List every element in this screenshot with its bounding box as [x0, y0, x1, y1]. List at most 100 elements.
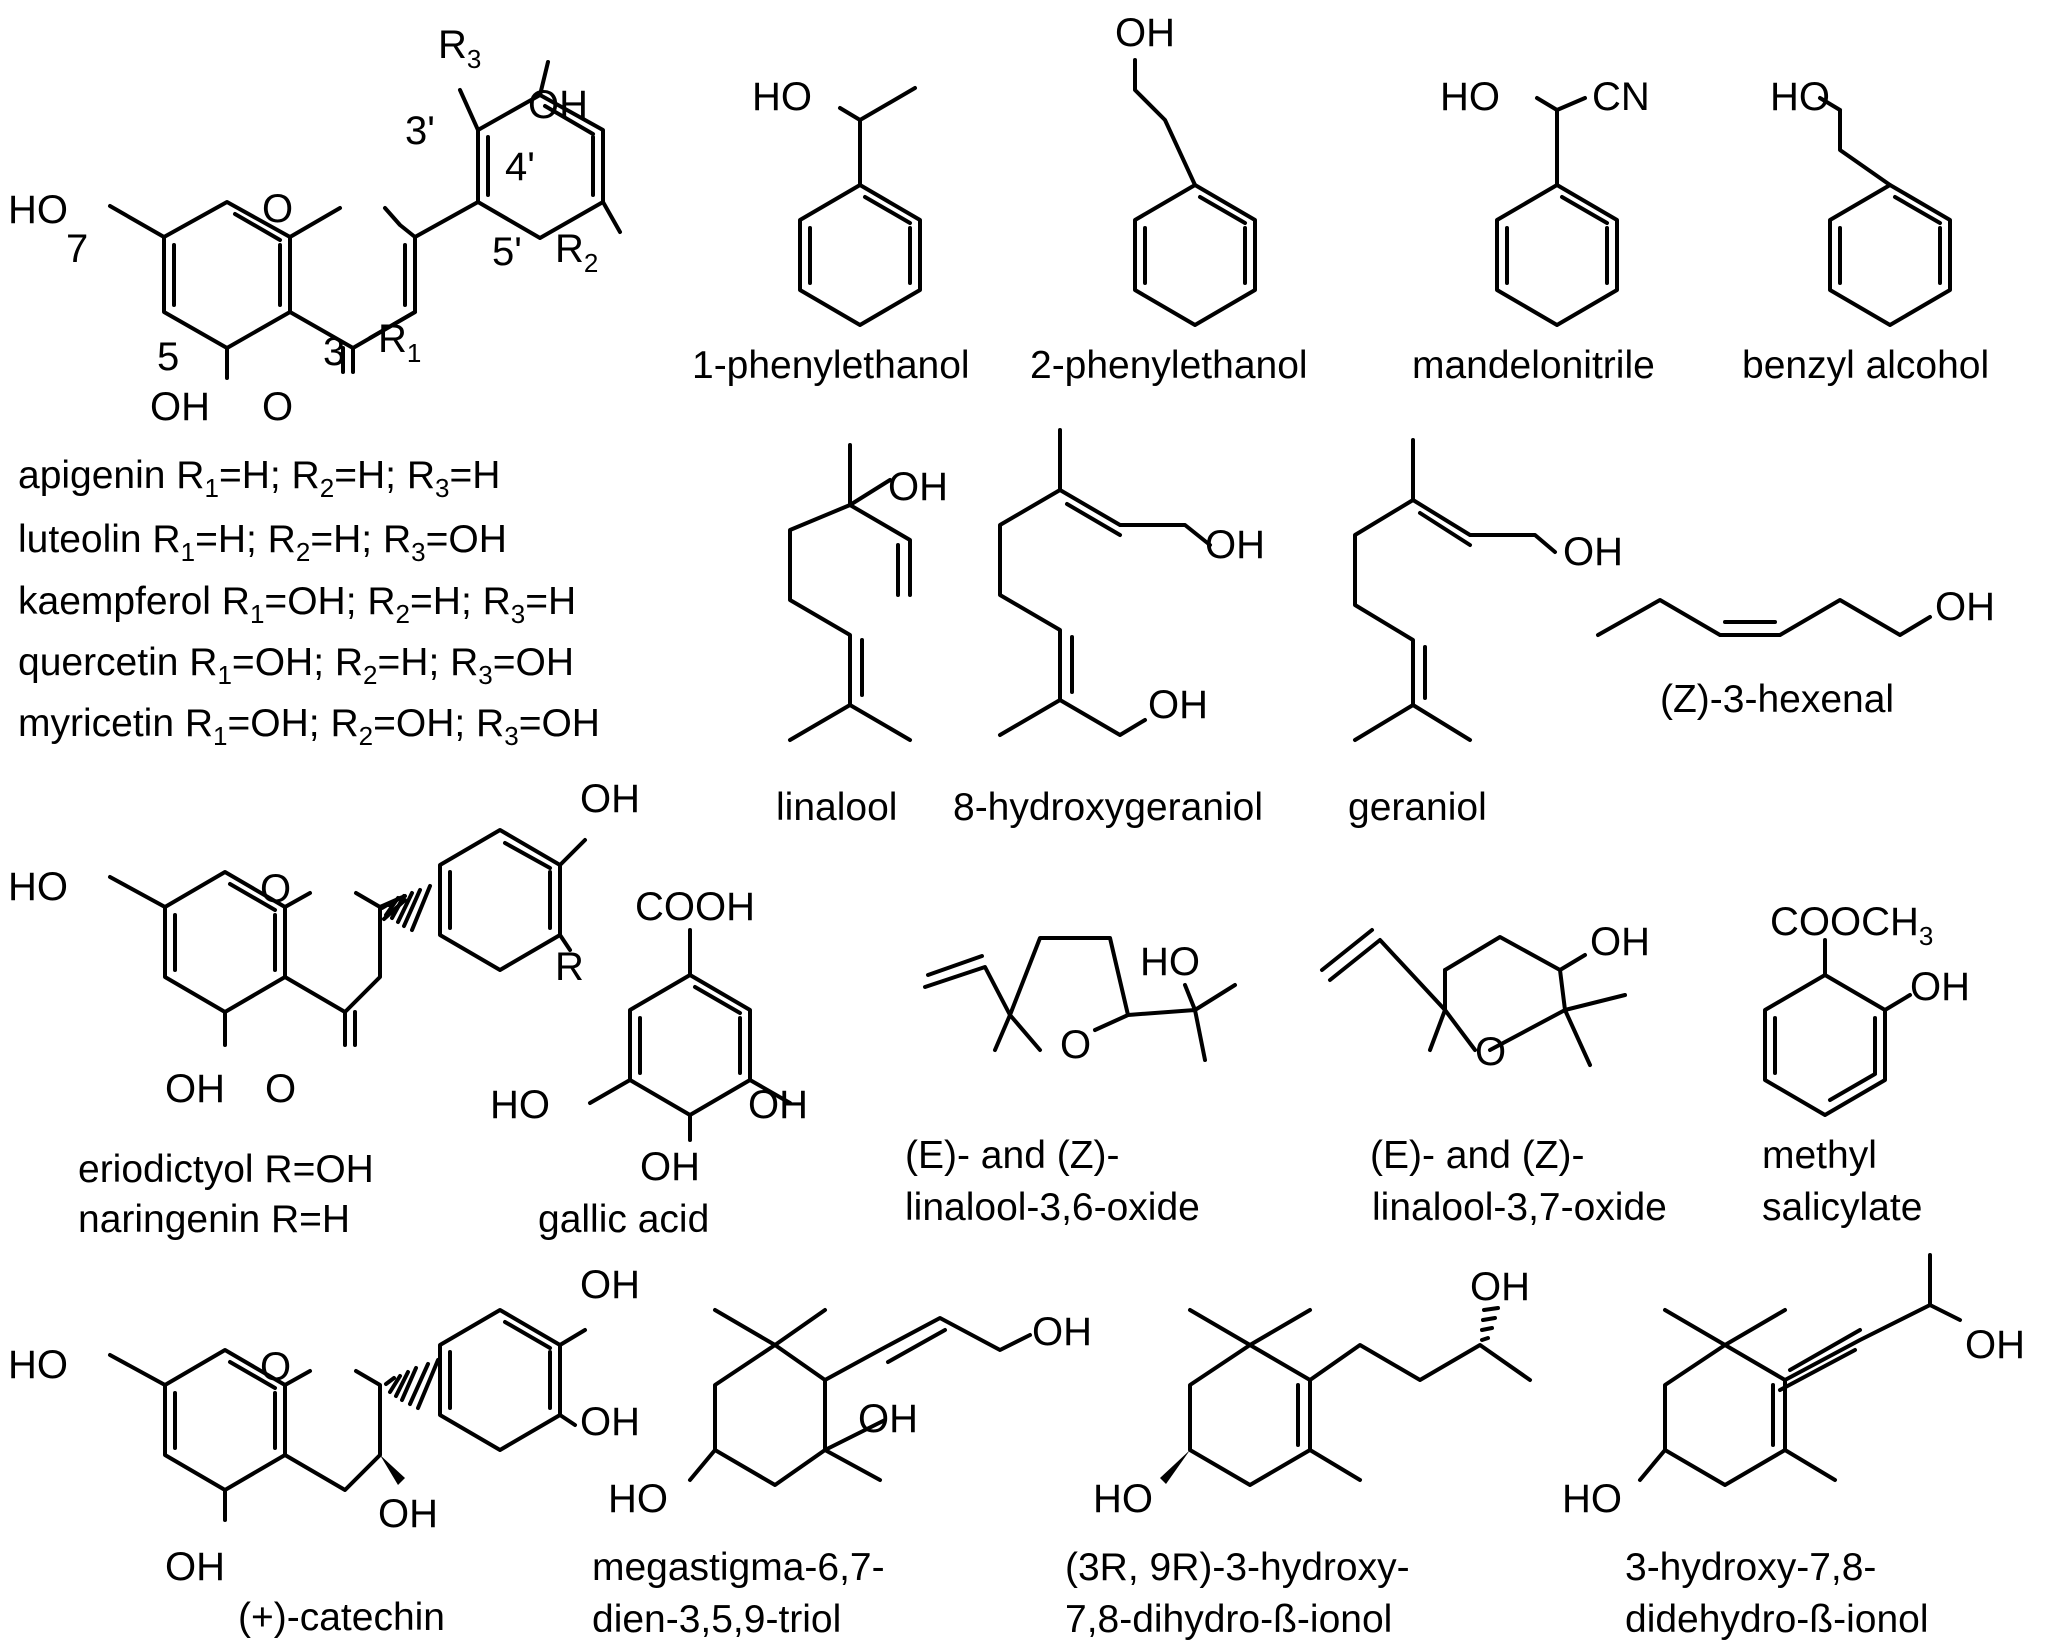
atom-r3: R3 — [438, 23, 481, 74]
atom-ho: HO — [1093, 1477, 1153, 1521]
flavonol-structure — [108, 60, 622, 380]
atom-cooch3: COOCH3 — [1770, 900, 1933, 951]
atom-ho: HO — [1440, 75, 1500, 119]
label-salicylate-line1: methyl — [1762, 1134, 1877, 1177]
label-oxide-36-line1: (E)- and (Z)- — [905, 1134, 1120, 1177]
hashed-wedge — [1480, 1306, 1500, 1342]
label-oxide-36-line2: linalool-3,6-oxide — [905, 1186, 1200, 1229]
mandelonitrile-structure — [1495, 96, 1619, 327]
locant-3-prime: 3' — [405, 109, 435, 153]
hashed-wedge — [384, 1358, 440, 1410]
label-benzyl-alcohol: benzyl alcohol — [1742, 344, 1989, 387]
label-mandelonitrile: mandelonitrile — [1412, 344, 1655, 387]
flavonol-row: luteolin R1=H; R2=H; R3=OH — [18, 518, 507, 567]
atom-o-ring: O — [1475, 1030, 1506, 1074]
atom-oh: OH — [1590, 920, 1650, 964]
atom-o-keto: O — [262, 385, 293, 429]
label-2-phenylethanol: 2-phenylethanol — [1030, 344, 1308, 387]
label-1-phenylethanol: 1-phenylethanol — [692, 344, 970, 387]
label-catechin: (+)-catechin — [238, 1596, 445, 1639]
megastigma-structure — [688, 1308, 1032, 1487]
label-gallic-acid: gallic acid — [538, 1198, 709, 1241]
label-didehydro-ionol-line2: didehydro-ß-ionol — [1625, 1598, 1929, 1641]
locant-7: 7 — [66, 227, 88, 271]
dihydro-ionol-structure — [1188, 1308, 1532, 1487]
atom-ho: HO — [8, 1343, 68, 1387]
atom-oh: OH — [378, 1492, 438, 1536]
solid-wedge — [1160, 1450, 1190, 1484]
atom-oh: OH — [580, 1400, 640, 1444]
atom-ho: HO — [608, 1477, 668, 1521]
locant-3: 3 — [323, 330, 345, 374]
label-linalool: linalool — [776, 786, 897, 829]
label-z-3-hexenal: (Z)-3-hexenal — [1660, 678, 1894, 721]
atom-o-ring: O — [1060, 1023, 1091, 1067]
atom-oh: OH — [888, 465, 948, 509]
atom-oh: OH — [1205, 523, 1265, 567]
atom-ho: HO — [1562, 1477, 1622, 1521]
label-geraniol: geraniol — [1348, 786, 1487, 829]
atom-oh: OH — [858, 1397, 918, 1441]
label-oxide-37-line1: (E)- and (Z)- — [1370, 1134, 1585, 1177]
atom-oh: OH — [748, 1083, 808, 1127]
label-dihydro-ionol-line1: (3R, 9R)-3-hydroxy- — [1065, 1546, 1410, 1589]
phenylethanol-1-structure — [798, 86, 922, 327]
flavonol-row: apigenin R1=H; R2=H; R3=H — [18, 454, 500, 503]
flavonol-row: quercetin R1=OH; R2=H; R3=OH — [18, 641, 574, 690]
atom-o-ring: O — [260, 1345, 291, 1389]
atom-oh-4p: OH — [528, 83, 588, 127]
atom-oh: OH — [580, 777, 640, 821]
atom-oh: OH — [1032, 1310, 1092, 1354]
atom-cn: CN — [1592, 75, 1650, 119]
solid-wedge — [380, 1455, 405, 1485]
label-megastigma-line1: megastigma-6,7- — [592, 1546, 885, 1589]
linalool-37-oxide-structure — [1320, 928, 1627, 1067]
atom-oh: OH — [580, 1263, 640, 1307]
flavonol-list: apigenin R1=H; R2=H; R3=H luteolin R1=H;… — [18, 454, 600, 751]
locant-5-prime: 5' — [492, 230, 522, 274]
atom-r: R — [555, 945, 584, 989]
atom-o-keto: O — [265, 1067, 296, 1111]
locant-5: 5 — [157, 335, 179, 379]
atom-oh: OH — [1910, 965, 1970, 1009]
gallic-acid-structure — [588, 928, 792, 1142]
atom-oh: OH — [1965, 1323, 2025, 1367]
flavonol-row: kaempferol R1=OH; R2=H; R3=H — [18, 580, 576, 629]
atom-r1: R1 — [378, 317, 421, 368]
atom-ho: HO — [8, 865, 68, 909]
label-8-hydroxygeraniol: 8-hydroxygeraniol — [953, 786, 1263, 829]
linalool-structure — [788, 443, 912, 742]
atom-r2: R2 — [555, 227, 598, 278]
phenylethanol-2-structure — [1133, 58, 1257, 327]
geraniol-structure — [1353, 438, 1557, 742]
label-naringenin: naringenin R=H — [78, 1198, 350, 1241]
hexenal-structure — [1596, 598, 1932, 637]
atom-oh: OH — [1148, 683, 1208, 727]
atom-oh: OH — [165, 1545, 225, 1589]
methyl-salicylate-structure — [1763, 938, 1912, 1117]
label-oxide-37-line2: linalool-3,7-oxide — [1372, 1186, 1667, 1229]
atom-oh: OH — [1115, 11, 1175, 55]
atom-cooh: COOH — [635, 885, 755, 929]
atom-oh: OH — [165, 1067, 225, 1111]
flavonol-row: myricetin R1=OH; R2=OH; R3=OH — [18, 702, 600, 751]
atom-ho: HO — [1770, 75, 1830, 119]
benzyl-alcohol-structure — [1818, 96, 1952, 327]
atom-ho: HO — [490, 1083, 550, 1127]
atom-oh: OH — [1563, 530, 1623, 574]
atom-oh: OH — [1935, 585, 1995, 629]
didehydro-ionol-structure — [1638, 1253, 1962, 1487]
hashed-wedge — [380, 884, 432, 932]
atom-o-ring: O — [260, 867, 291, 911]
label-dihydro-ionol-line2: 7,8-dihydro-ß-ionol — [1065, 1598, 1392, 1641]
atom-ho-7: HO — [8, 188, 68, 232]
label-megastigma-line2: dien-3,5,9-triol — [592, 1598, 841, 1641]
catechin-structure — [108, 1308, 587, 1522]
atom-oh-5: OH — [150, 385, 210, 429]
hydroxygeraniol-structure — [998, 428, 1212, 737]
locant-4-prime: 4' — [505, 145, 535, 189]
label-didehydro-ionol-line1: 3-hydroxy-7,8- — [1625, 1546, 1876, 1589]
linalool-36-oxide-structure — [923, 936, 1237, 1062]
